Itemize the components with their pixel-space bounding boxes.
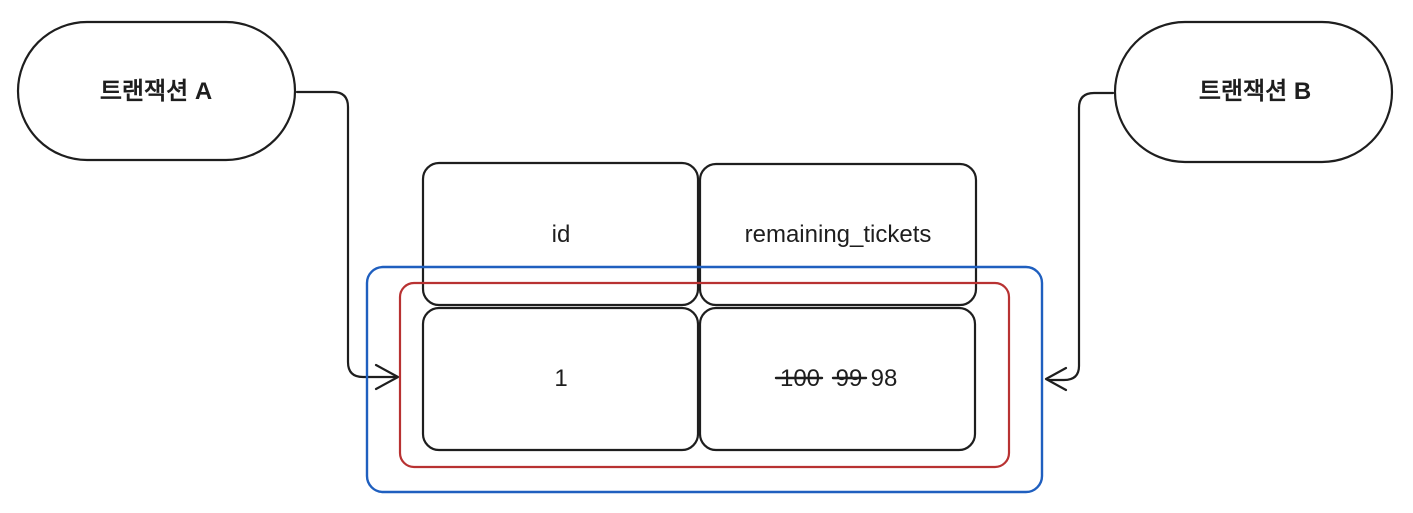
transaction-a-label: 트랜잭션 A: [100, 78, 212, 105]
table-row: 1 100 99 98: [421, 306, 977, 452]
inner-lock-highlight: [398, 281, 1011, 469]
table-header: id remaining_tickets: [421, 161, 978, 307]
row-cell-remaining-tickets: [698, 306, 977, 452]
remaining-tickets-value-98: 98: [871, 365, 898, 392]
header-cell-remaining-tickets: [698, 162, 978, 307]
arrow-b-to-row: [1044, 91, 1115, 392]
outer-lock-highlight: [365, 265, 1044, 494]
transaction-b-node: 트랜잭션 B: [1113, 20, 1394, 164]
column-header-id: id: [552, 221, 571, 248]
transaction-b-label: 트랜잭션 B: [1199, 78, 1311, 105]
arrow-a-to-row: [295, 90, 400, 391]
transaction-a-node: 트랜잭션 A: [16, 20, 297, 162]
row-id-value: 1: [554, 365, 567, 392]
column-header-remaining-tickets: remaining_tickets: [745, 221, 932, 248]
header-cell-id: [421, 161, 700, 307]
row-cell-id: [421, 306, 700, 452]
